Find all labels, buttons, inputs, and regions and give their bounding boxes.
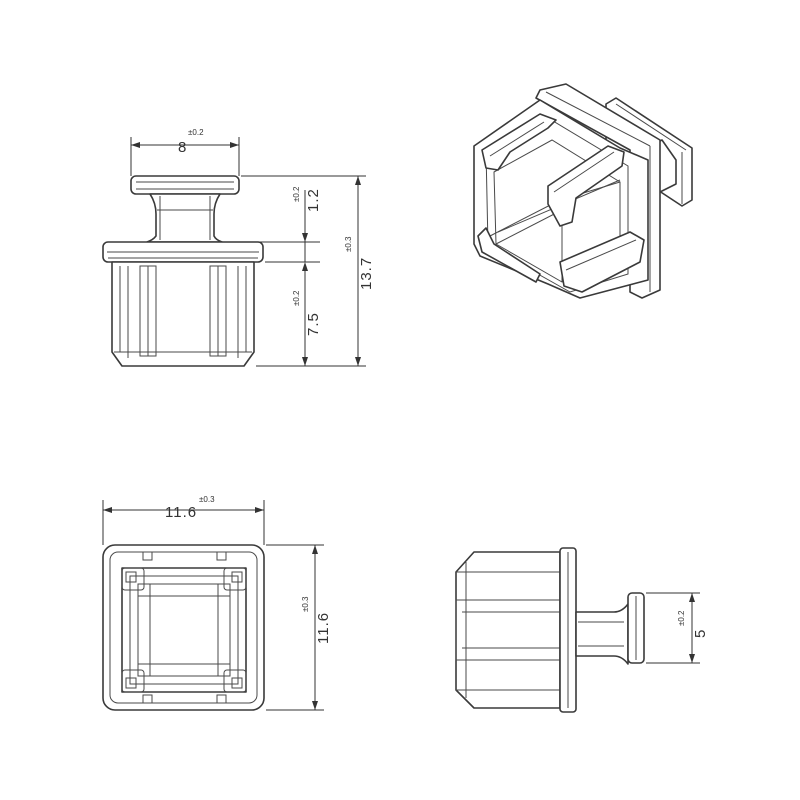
dim-top-width-value: 8	[178, 139, 187, 156]
side-view-extension-lines	[222, 175, 366, 367]
dim-total-height-value: 13.7	[358, 257, 375, 290]
dim-total-height-tolerance: ±0.3	[344, 236, 353, 252]
dim-front-height-tolerance: ±0.3	[301, 596, 310, 612]
dimension-total-height: 13.7 ±0.3	[344, 176, 375, 366]
side-elevation-view	[102, 175, 264, 367]
dimension-body-height: 7.5 ±0.2	[292, 268, 322, 366]
dim-front-width-tolerance: ±0.3	[199, 495, 215, 504]
dimension-cap-height: 1.2 ±0.2	[292, 186, 322, 271]
dim-cap-height-value: 1.2	[305, 188, 322, 212]
dim-front-width-value: 11.6	[165, 504, 197, 521]
dim-side-height-value: 5	[692, 629, 709, 638]
dim-body-height-tolerance: ±0.2	[292, 290, 301, 306]
dimension-front-height: 11.6 ±0.3	[266, 544, 332, 711]
front-view	[102, 544, 265, 711]
dimension-front-width: 11.6 ±0.3	[102, 495, 265, 545]
side-view	[455, 547, 645, 713]
dimension-side-height: 5 ±0.2	[646, 592, 709, 664]
dim-body-height-value: 7.5	[305, 312, 322, 336]
isometric-view	[473, 83, 693, 299]
dim-front-height-value: 11.6	[315, 612, 332, 644]
dim-cap-height-tolerance: ±0.2	[292, 186, 301, 202]
dimension-top-width: 8 ±0.2	[130, 128, 240, 176]
dim-side-height-tolerance: ±0.2	[677, 610, 686, 626]
dim-top-width-tolerance: ±0.2	[188, 128, 204, 137]
